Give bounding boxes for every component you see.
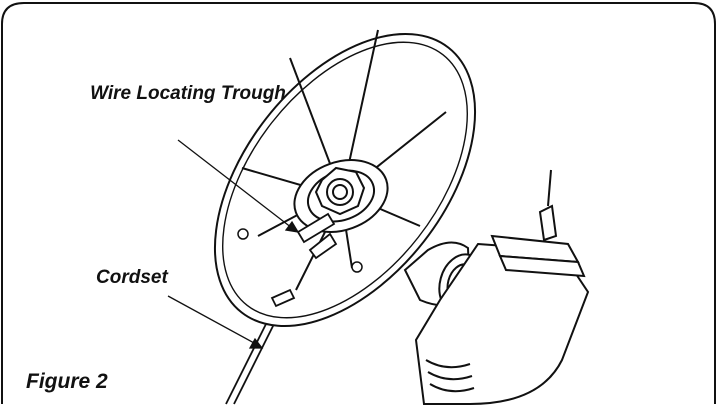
wire-locating-trough-label: Wire Locating Trough xyxy=(90,83,286,104)
figure-caption: Figure 2 xyxy=(26,370,108,393)
wire-trough xyxy=(270,212,338,308)
screws xyxy=(237,228,363,273)
cordset-label: Cordset xyxy=(96,267,168,288)
leader-lines xyxy=(167,139,300,349)
center-socket xyxy=(293,159,389,233)
lamp-housing xyxy=(414,169,590,405)
